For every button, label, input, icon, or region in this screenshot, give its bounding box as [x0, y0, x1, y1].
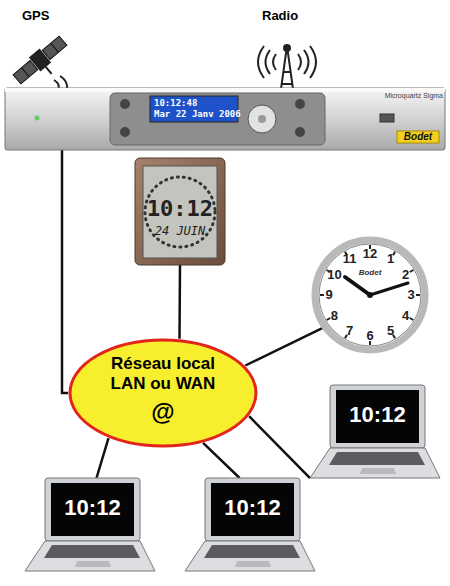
digital-clock: 10:12 24 JUIN	[135, 158, 225, 265]
clock-time: 10:12	[135, 196, 225, 222]
antenna-brace	[282, 83, 292, 85]
node-text: 10:12	[51, 495, 134, 521]
network-cable	[203, 443, 240, 478]
network-cable	[97, 438, 109, 478]
clock-frame	[135, 158, 225, 265]
signal-wave	[304, 50, 309, 74]
dial-number: 4	[395, 308, 417, 324]
brand-name: Bodet	[348, 268, 392, 278]
dial-number: 9	[318, 287, 340, 303]
panel-button	[120, 99, 130, 109]
solar-panel	[42, 36, 67, 59]
digital-clock-art	[135, 158, 225, 265]
node-text: 10:12	[211, 495, 294, 521]
dial-number: 10	[323, 267, 345, 283]
network-name: Réseau local LAN ou WAN	[98, 354, 228, 394]
laptop: 10:12	[310, 385, 440, 480]
control-panel	[110, 93, 325, 145]
network-ellipse: Réseau local LAN ou WAN @	[68, 338, 258, 448]
clock-rim	[319, 244, 421, 346]
dial-number: 11	[339, 251, 361, 267]
brand-name: Bodet	[397, 131, 439, 143]
model-name: Microquartz Sigma	[363, 91, 443, 100]
dial-number: 7	[339, 323, 361, 339]
clock-date: 24 JUIN	[135, 224, 225, 238]
antenna-tip	[284, 45, 290, 51]
panel-button	[120, 127, 130, 137]
solar-panel	[13, 61, 38, 84]
laptop: 10:12	[185, 478, 315, 573]
network-cable	[245, 328, 323, 366]
antenna-brace	[283, 71, 291, 73]
node-text: 10:12	[336, 402, 419, 428]
hour-hand	[345, 277, 370, 295]
panel-line	[22, 68, 30, 77]
laptop-art	[310, 385, 440, 478]
usb-port	[380, 114, 394, 122]
dial-number: 12	[359, 246, 381, 262]
satellite-icon	[11, 34, 74, 94]
signal-wave	[266, 50, 271, 74]
signal-wave	[258, 46, 264, 78]
network-cable	[62, 150, 68, 393]
rack-front	[5, 88, 445, 150]
brand-badge	[397, 131, 439, 143]
minute-hand	[370, 283, 408, 295]
signal-wave	[298, 54, 301, 70]
rack-bevel	[5, 88, 445, 92]
ellipse-shape	[70, 340, 256, 446]
dial-number: 3	[400, 287, 422, 303]
satellite-antenna	[46, 67, 52, 74]
laptop-art	[185, 478, 315, 571]
hour-ticks	[320, 245, 420, 345]
network-cable	[178, 265, 181, 339]
network-cable	[249, 416, 310, 478]
analog-clock-art	[315, 240, 425, 350]
source-label: Radio	[262, 8, 298, 23]
hand-pivot	[367, 292, 373, 298]
source-label: GPS	[22, 8, 49, 23]
lcd-display	[150, 96, 238, 122]
panel-line	[51, 43, 59, 52]
dial-number: 2	[395, 267, 417, 283]
rack-server-art	[5, 88, 445, 150]
signal-wave	[273, 54, 276, 70]
lcd-text: 10:12:48	[154, 98, 238, 109]
at-symbol: @	[68, 398, 258, 426]
lcd-text: Mar 22 Janv 2006	[154, 109, 238, 120]
laptop: 10:12	[25, 478, 155, 573]
laptop-art	[25, 478, 155, 571]
panel-button	[295, 127, 305, 137]
time-server: 10:12:48Mar 22 Janv 2006 Microquartz Sigm…	[5, 88, 445, 150]
dial-number: 6	[359, 328, 381, 344]
status-led	[35, 116, 40, 121]
analog-clock: 121234567891011Bodet	[313, 238, 427, 352]
navigation-center	[258, 115, 266, 123]
dial-number: 8	[323, 308, 345, 324]
panel-button	[295, 99, 305, 109]
dial-number: 1	[380, 251, 402, 267]
dial-number: 5	[380, 323, 402, 339]
clock-case	[315, 240, 425, 350]
navigation-pad	[248, 105, 276, 133]
signal-wave	[310, 46, 316, 78]
